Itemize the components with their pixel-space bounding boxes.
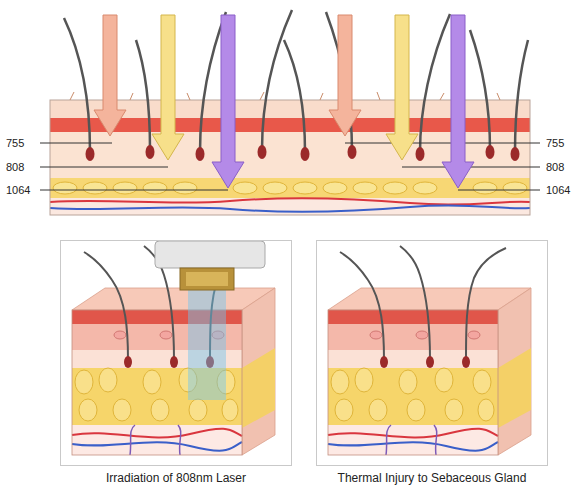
wavelength-label: 808 <box>6 161 24 174</box>
wavelength-label: 1064 <box>6 184 30 197</box>
wavelength-label: 755 <box>546 137 564 150</box>
illustration-panel: Thermal Injury to Sebaceous Gland <box>316 240 548 466</box>
wavelength-label: 808 <box>546 161 564 174</box>
wavelength-label: 755 <box>6 137 24 150</box>
wavelength-label: 1064 <box>546 184 570 197</box>
panel-caption: Irradiation of 808nm Laser <box>41 471 311 485</box>
panel-caption: Thermal Injury to Sebaceous Gland <box>297 471 567 485</box>
illustration-panel: Irradiation of 808nm Laser <box>60 240 292 466</box>
